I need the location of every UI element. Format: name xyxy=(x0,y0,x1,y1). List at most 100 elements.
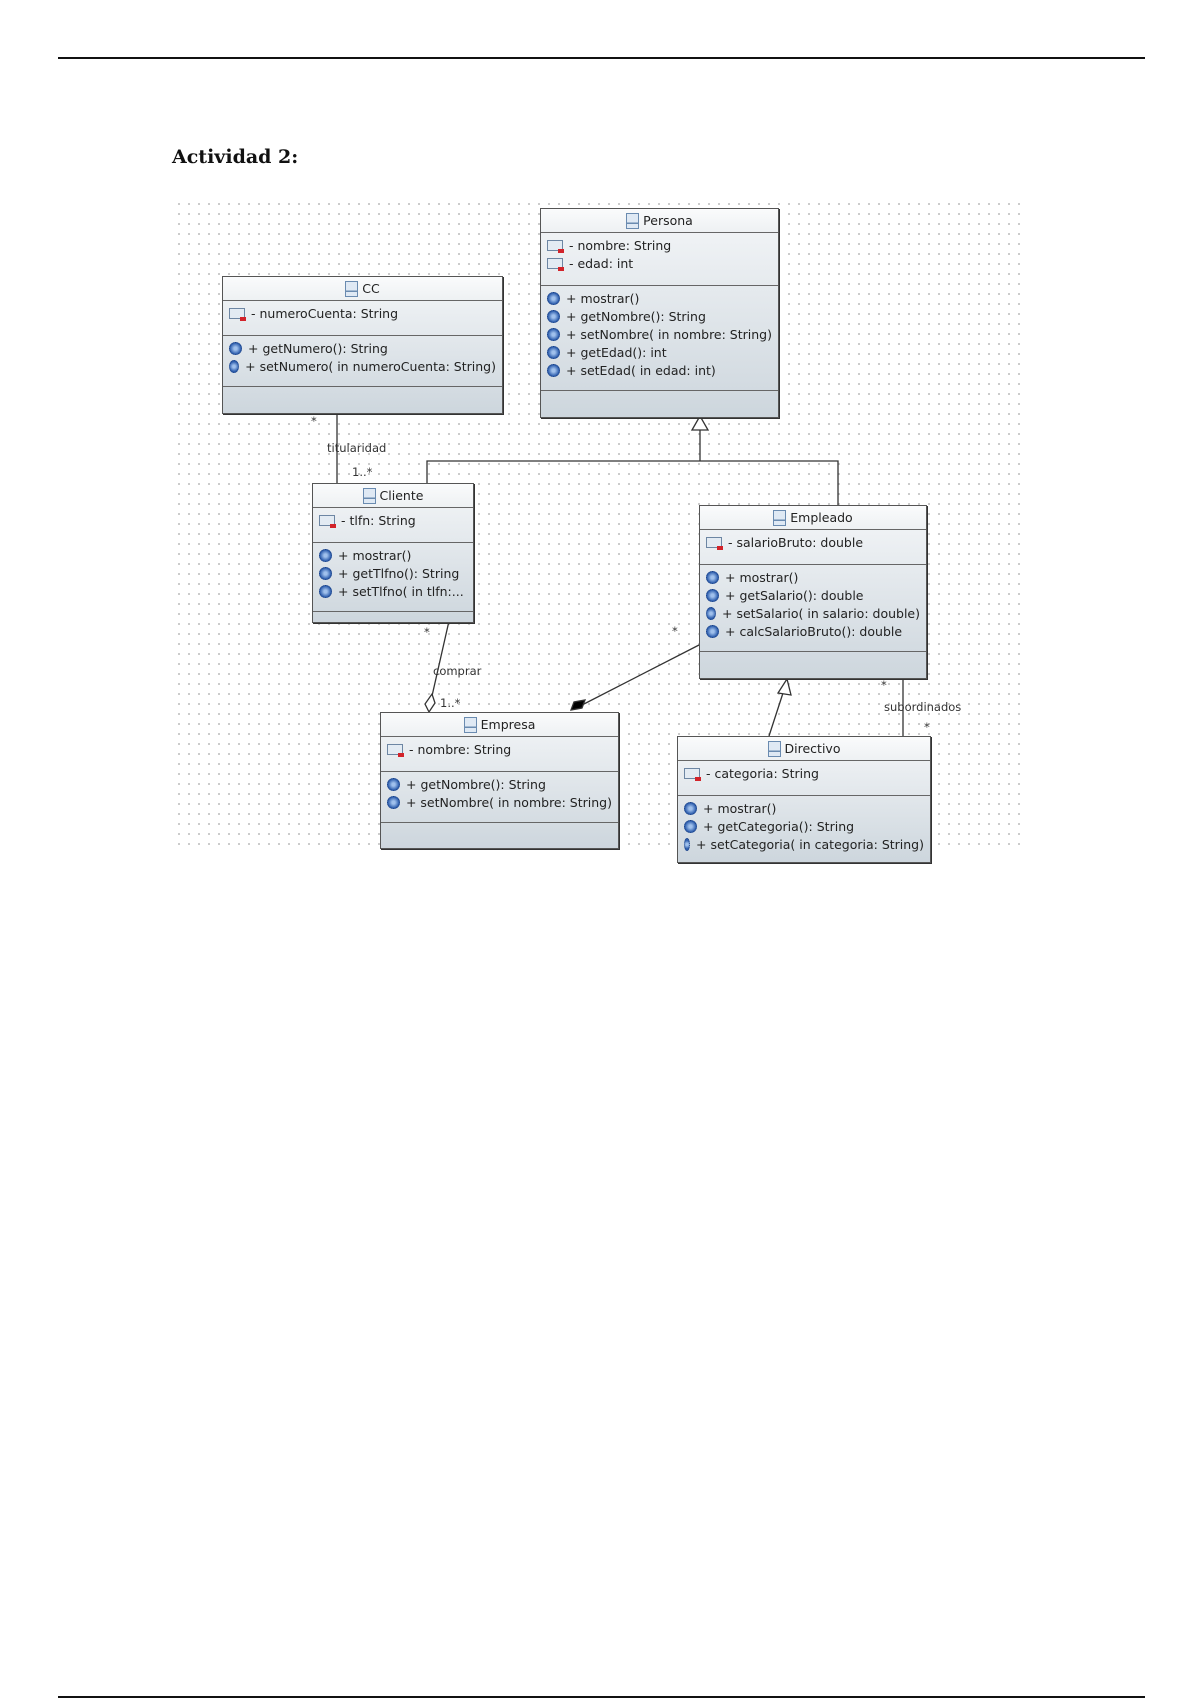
field-icon xyxy=(684,767,701,781)
operation: + getTlfno(): String xyxy=(319,564,467,582)
class-icon xyxy=(345,280,359,297)
label-subordinados: subordinados xyxy=(884,700,962,714)
attribute: - salarioBruto: double xyxy=(706,533,920,551)
field-icon xyxy=(387,743,404,757)
mult-subordinados-top: * xyxy=(881,678,887,692)
class-empleado[interactable]: Empleado - salarioBruto: double + mostrar(… xyxy=(699,505,927,679)
trabaja-line xyxy=(581,644,700,706)
generalization-arrow-empleado xyxy=(776,677,792,696)
mult-cc: * xyxy=(311,414,317,428)
method-icon xyxy=(387,777,400,791)
method-icon xyxy=(319,548,332,562)
method-icon xyxy=(684,801,697,815)
method-icon xyxy=(229,359,240,373)
mult-trabaja-empleado: * xyxy=(672,624,678,638)
method-icon xyxy=(319,584,332,598)
method-icon xyxy=(229,341,242,355)
attributes-section: - numeroCuenta: String xyxy=(223,301,502,336)
operations-section: + mostrar()+ getTlfno(): String+ setTlfn… xyxy=(313,543,473,612)
field-icon xyxy=(319,514,336,528)
operation: + mostrar() xyxy=(684,799,924,817)
method-icon xyxy=(684,819,697,833)
operation: + getNombre(): String xyxy=(387,775,612,793)
class-name: Empleado xyxy=(790,510,853,525)
method-icon xyxy=(547,363,560,377)
mult-comprar-cliente: * xyxy=(424,625,430,639)
attributes-section: - tlfn: String xyxy=(313,508,473,543)
footer-rule xyxy=(58,1696,1145,1698)
field-icon xyxy=(547,239,564,253)
mult-cliente: 1..* xyxy=(352,465,373,479)
method-icon xyxy=(706,570,719,584)
operations-section: + mostrar()+ getNombre(): String+ setNom… xyxy=(541,286,778,391)
attributes-section: - nombre: String- edad: int xyxy=(541,233,778,286)
operation: + setNombre( in nombre: String) xyxy=(547,325,772,343)
field-icon xyxy=(547,257,564,271)
operations-section: + getNumero(): String+ setNumero( in num… xyxy=(223,336,502,387)
operation: + getNombre(): String xyxy=(547,307,772,325)
method-icon xyxy=(387,795,400,809)
class-directivo[interactable]: Directivo- categoria: String+ mostrar()+… xyxy=(677,736,931,863)
mult-subordinados-bottom: * xyxy=(924,720,930,734)
class-header: Directivo xyxy=(678,737,930,761)
class-header: Empleado xyxy=(700,506,926,530)
operation: + calcSalarioBruto(): double xyxy=(706,622,920,640)
class-name: Empresa xyxy=(480,717,536,732)
operation: + setNumero( in numeroCuenta: String) xyxy=(229,357,496,375)
class-name: Directivo xyxy=(784,741,841,756)
class-header: CC xyxy=(223,277,502,301)
attribute: - tlfn: String xyxy=(319,511,467,529)
operation: + setCategoria( in categoria: String) xyxy=(684,835,924,853)
class-icon xyxy=(463,716,477,733)
page-heading: Actividad 2: xyxy=(172,146,299,168)
operation: + setSalario( in salario: double) xyxy=(706,604,920,622)
label-titularidad: titularidad xyxy=(327,441,387,455)
class-icon xyxy=(362,487,376,504)
class-header: Cliente xyxy=(313,484,473,508)
comprar-line xyxy=(431,620,450,697)
operations-section: + getNombre(): String+ setNombre( in nom… xyxy=(381,772,618,823)
generalization-arrow-persona xyxy=(690,414,710,431)
class-persona[interactable]: Persona- nombre: String- edad: int+ most… xyxy=(540,208,779,418)
attributes-section: - categoria: String xyxy=(678,761,930,796)
method-icon xyxy=(706,606,716,620)
method-icon xyxy=(547,345,560,359)
header-rule xyxy=(58,57,1145,59)
class-cliente[interactable]: Cliente - tlfn: String + mostrar()+ getTlf… xyxy=(312,483,474,623)
operation: + setTlfno( in tlfn:... xyxy=(319,582,467,600)
method-icon xyxy=(547,327,560,341)
aggregation-diamond xyxy=(424,692,436,714)
operation: + getNumero(): String xyxy=(229,339,496,357)
operation: + mostrar() xyxy=(547,289,772,307)
class-header: Persona xyxy=(541,209,778,233)
operations-section: + mostrar()+ getCategoria(): String+ set… xyxy=(678,796,930,862)
attribute: - edad: int xyxy=(547,254,772,272)
field-icon xyxy=(229,307,246,321)
attributes-section: - nombre: String xyxy=(381,737,618,772)
operation: + getEdad(): int xyxy=(547,343,772,361)
class-header: Empresa xyxy=(381,713,618,737)
method-icon xyxy=(319,566,332,580)
composition-diamond xyxy=(569,699,587,711)
mult-comprar-empresa: 1..* xyxy=(440,696,461,710)
attribute: - numeroCuenta: String xyxy=(229,304,496,322)
method-icon xyxy=(547,291,560,305)
generalization-branches xyxy=(426,460,839,505)
attribute: - nombre: String xyxy=(387,740,612,758)
operation: + getSalario(): double xyxy=(706,586,920,604)
class-icon xyxy=(773,509,787,526)
operation: + mostrar() xyxy=(706,568,920,586)
operation: + getCategoria(): String xyxy=(684,817,924,835)
method-icon xyxy=(684,837,691,851)
class-icon xyxy=(626,212,640,229)
operation: + setEdad( in edad: int) xyxy=(547,361,772,379)
directivo-generalization-line xyxy=(768,692,784,737)
attributes-section: - salarioBruto: double xyxy=(700,530,926,565)
class-name: Cliente xyxy=(379,488,424,503)
class-empresa[interactable]: Empresa - nombre: String + getNombre(): St… xyxy=(380,712,619,849)
class-cc[interactable]: CC - numeroCuenta: String + getNumero(): S… xyxy=(222,276,503,414)
label-comprar: comprar xyxy=(433,664,482,678)
operation: + mostrar() xyxy=(319,546,467,564)
field-icon xyxy=(706,536,723,550)
